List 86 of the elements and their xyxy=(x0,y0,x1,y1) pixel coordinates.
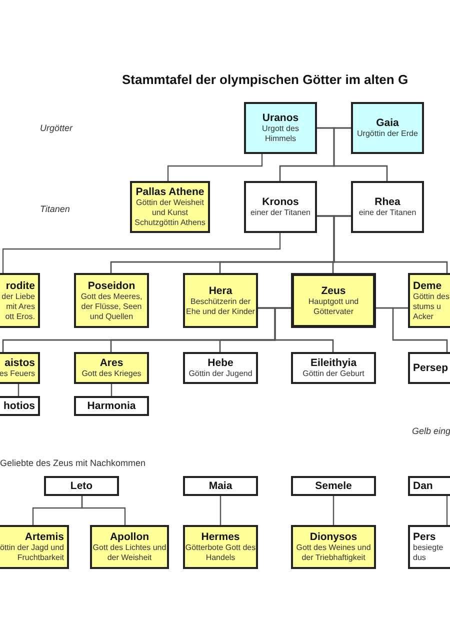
deity-description: es Feuers xyxy=(0,369,35,379)
deity-box xyxy=(408,525,450,569)
deity-box xyxy=(183,273,258,328)
deity-description: Göttin der Geburt xyxy=(302,369,364,379)
deity-box xyxy=(291,352,376,384)
note-text: Geliebte des Zeus mit Nachkommen xyxy=(0,458,146,468)
deity-description: Götterbote Gott des Handels xyxy=(185,543,256,563)
deity-box xyxy=(44,476,119,496)
deity-name: Hermes xyxy=(201,531,240,543)
family-line xyxy=(167,154,263,181)
deity-box xyxy=(130,181,210,233)
deity-box xyxy=(74,396,149,416)
deity-name: Gaia xyxy=(376,117,399,129)
deity-name: Kronos xyxy=(262,196,299,208)
deity-box xyxy=(351,181,424,233)
deity-name: aistos xyxy=(4,357,35,369)
deity-box xyxy=(244,181,317,233)
deity-box xyxy=(291,273,376,328)
deity-description: einer der Titanen xyxy=(250,208,311,218)
deity-name: Semele xyxy=(315,480,352,492)
deity-name: Ares xyxy=(100,357,124,369)
deity-name: Artemis xyxy=(24,531,64,543)
deity-description: Beschützerin der Ehe und der Kinder xyxy=(185,296,256,316)
deity-description: Göttin des stums u Acker xyxy=(413,292,450,322)
deity-name: Pallas Athene xyxy=(136,186,204,198)
deity-box xyxy=(90,525,169,569)
deity-description: Göttin der Jugend xyxy=(188,369,252,379)
deity-box xyxy=(0,273,40,328)
deity-name: rodite xyxy=(6,280,35,292)
deity-name: hotios xyxy=(4,400,35,412)
deity-name: Apollon xyxy=(110,531,150,543)
family-line xyxy=(220,496,222,525)
deity-description: Gott des Lichtes und der Weisheit xyxy=(92,543,167,563)
deity-box xyxy=(351,102,424,154)
deity-name: Hera xyxy=(208,284,232,296)
deity-name: Hebe xyxy=(208,357,234,369)
deity-box xyxy=(183,352,258,384)
deity-box xyxy=(408,273,450,328)
deity-description: Gott des Meeres, der Flüsse, Seen und Quellen xyxy=(80,292,144,322)
deity-box xyxy=(244,102,317,154)
deity-name: Harmonia xyxy=(87,400,136,412)
deity-description: Göttin der Weisheit und Kunst Schutzgöttin Athens xyxy=(134,198,206,228)
deity-name: Rhea xyxy=(374,196,400,208)
deity-box xyxy=(0,525,69,569)
deity-name: Dionysos xyxy=(310,531,358,543)
deity-name: Zeus xyxy=(321,284,346,296)
family-line xyxy=(2,233,281,273)
family-line xyxy=(274,307,334,352)
deity-box xyxy=(291,476,376,496)
deity-description: Urgöttin der Erde xyxy=(357,129,418,139)
deity-description: Hauptgott und Göttervater xyxy=(307,296,360,316)
generation-label: Urgötter xyxy=(40,123,73,133)
deity-name: Pers xyxy=(413,531,436,543)
deity-description: der Liebe mit Ares ott Eros. xyxy=(0,292,35,322)
deity-name: Persep xyxy=(413,362,448,374)
deity-box xyxy=(183,476,258,496)
family-line xyxy=(333,127,388,181)
deity-name: Deme xyxy=(413,280,442,292)
diagram-title: Stammtafel der olympischen Götter im alten G xyxy=(122,72,408,87)
deity-description: Gott des Krieges xyxy=(82,369,142,379)
deity-box xyxy=(408,476,450,496)
deity-name: Uranos xyxy=(262,112,299,124)
deity-name: Poseidon xyxy=(88,280,136,292)
deity-description: besiegte dus xyxy=(413,543,444,563)
deity-description: Gott des Weines und der Triebhaftigkeit xyxy=(295,543,372,563)
deity-name: Dan xyxy=(413,480,433,492)
deity-box xyxy=(291,525,376,569)
family-line xyxy=(446,496,448,525)
deity-box xyxy=(0,352,40,384)
deity-name: Maia xyxy=(208,480,232,492)
deity-box xyxy=(74,352,149,384)
deity-description: Urgott des Himmels xyxy=(261,124,300,144)
generation-label: Titanen xyxy=(40,204,70,214)
family-line xyxy=(18,384,20,396)
family-line xyxy=(332,496,334,525)
deity-name: Eileithyia xyxy=(310,357,357,369)
deity-name: Leto xyxy=(70,480,93,492)
deity-box xyxy=(74,273,149,328)
deity-box xyxy=(408,352,450,384)
deity-box xyxy=(183,525,258,569)
deity-box xyxy=(0,396,40,416)
deity-description: öttin der Jagd und Fruchtbarkeit xyxy=(0,543,64,563)
deity-description: eine der Titanen xyxy=(358,208,416,218)
family-line xyxy=(392,307,448,352)
family-line xyxy=(110,384,112,396)
family-line xyxy=(81,496,126,525)
